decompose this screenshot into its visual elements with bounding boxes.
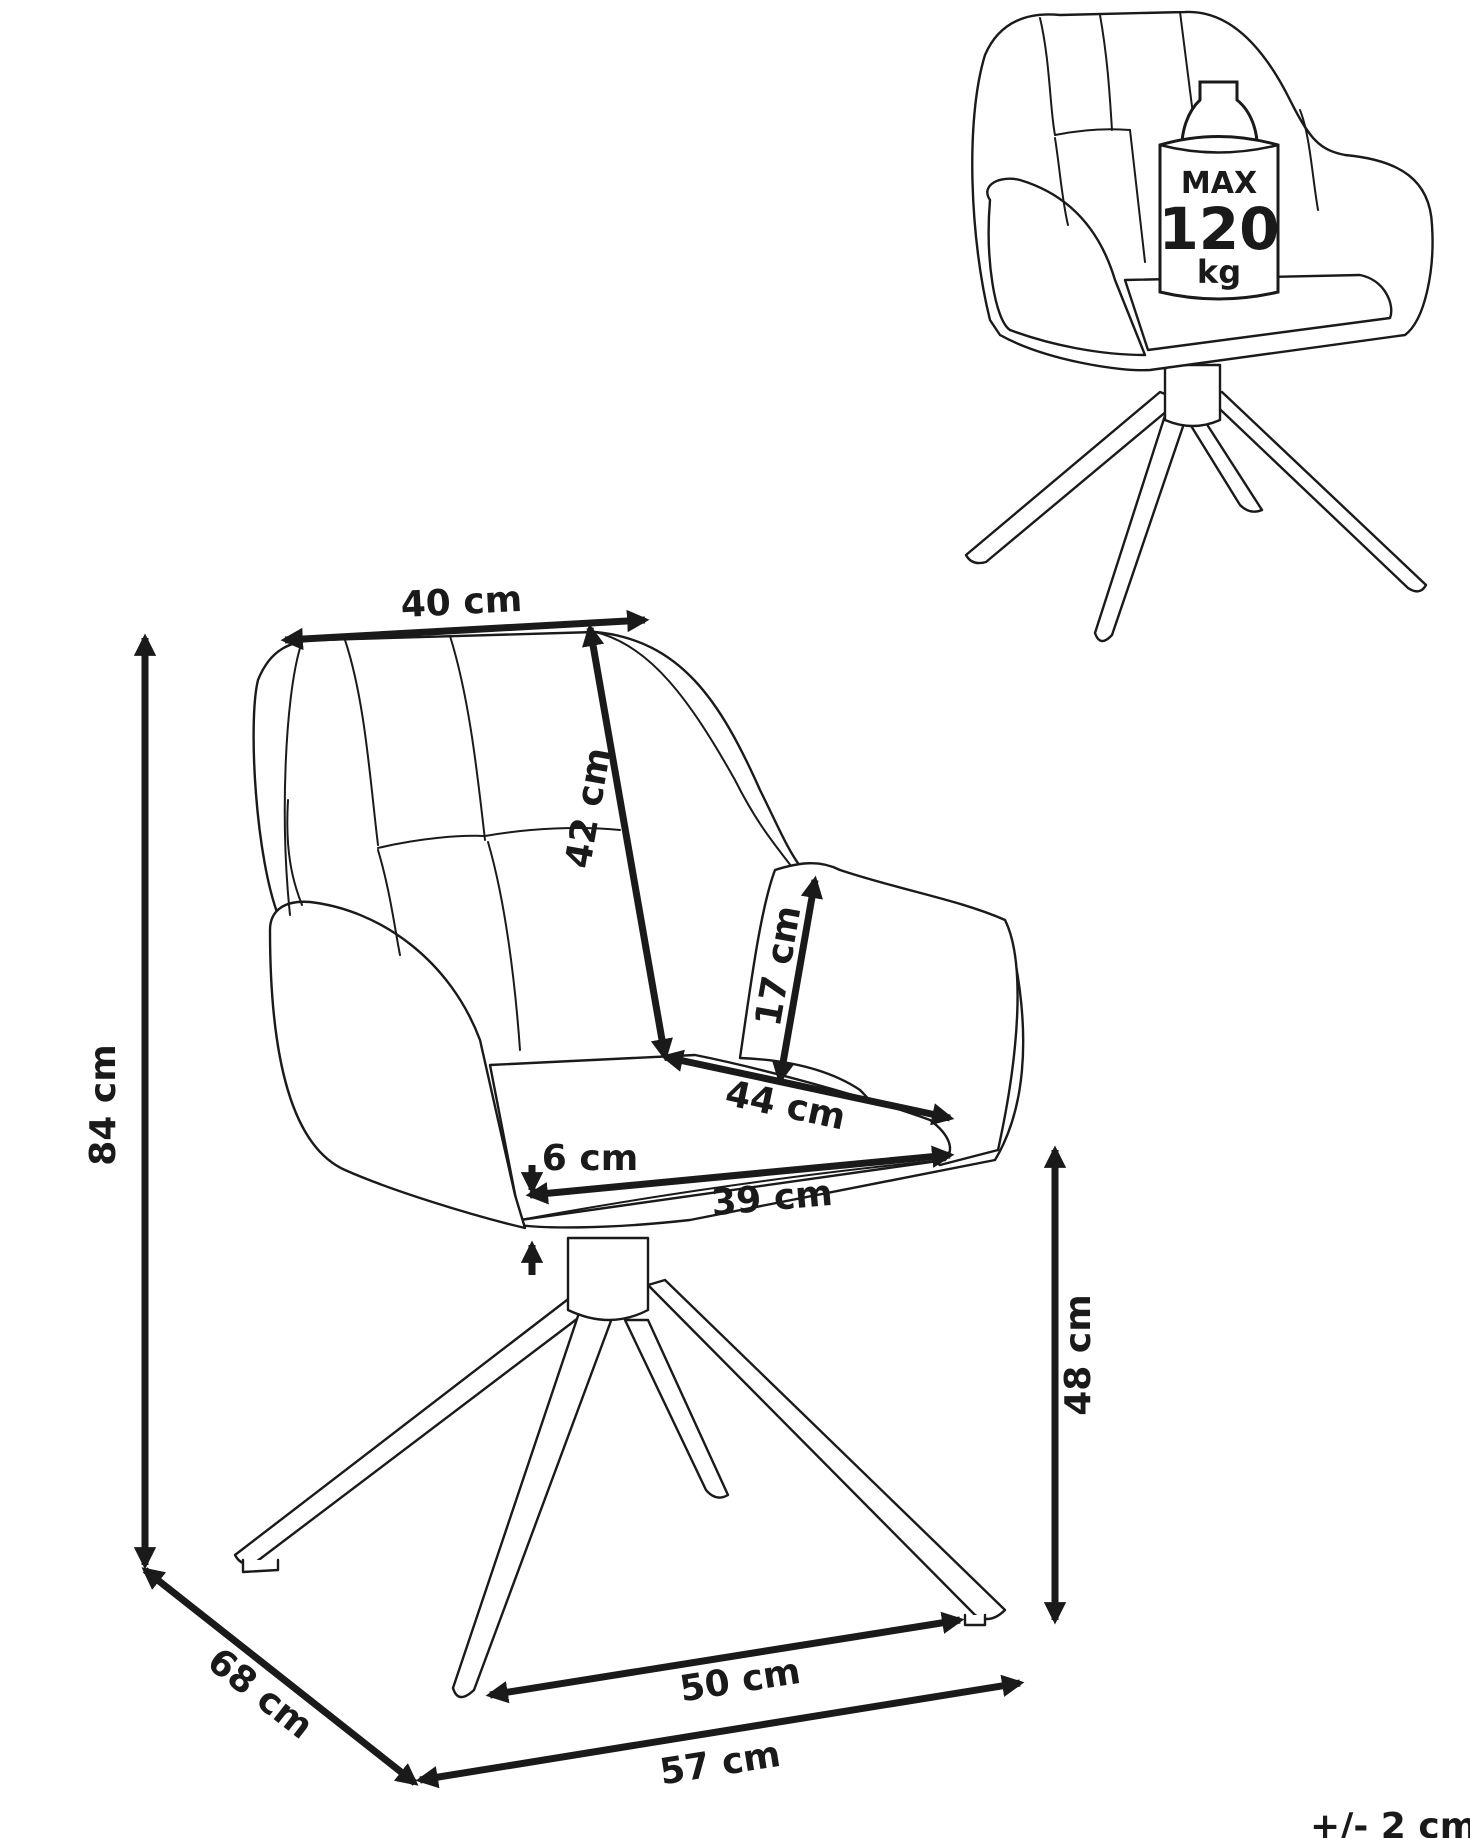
small-chair-illustration: MAX 120 kg <box>964 10 1434 643</box>
weight-unit: kg <box>1197 253 1241 291</box>
label-backrest-width: 40 cm <box>400 579 523 626</box>
dimension-lines <box>133 609 1067 1789</box>
label-seat-height: 48 cm <box>1058 1294 1099 1415</box>
label-total-width: 57 cm <box>657 1734 783 1793</box>
weight-capacity-badge: MAX 120 kg <box>1158 80 1280 301</box>
dim-line-backrest-width <box>280 609 650 651</box>
small-chair-column <box>1163 363 1222 428</box>
small-chair-left-arm <box>986 177 1147 357</box>
dim-line-armrest-height <box>772 875 823 1085</box>
label-total-height: 84 cm <box>83 1044 124 1165</box>
tolerance-note: +/- 2 cm <box>1310 1806 1470 1838</box>
dim-line-total-width <box>415 1674 1025 1789</box>
small-chair-legs <box>964 390 1428 643</box>
weight-cylinder-icon <box>1158 135 1280 301</box>
weight-max-label: MAX <box>1181 166 1257 201</box>
main-chair-column <box>566 1236 650 1322</box>
dimension-labels: 40 cm 42 cm 17 cm 44 cm 6 cm 39 cm 84 cm… <box>83 579 1470 1838</box>
weight-value: 120 <box>1158 195 1279 263</box>
main-chair-legs <box>233 1278 1007 1699</box>
main-chair-left-arm <box>268 900 527 1230</box>
label-seat-thickness: 6 cm <box>542 1138 638 1179</box>
dim-line-total-depth <box>141 1567 419 1786</box>
dim-line-backrest-height <box>582 623 673 1062</box>
dim-line-seat-depth <box>660 1049 955 1126</box>
dim-line-seat-width <box>525 1145 955 1205</box>
